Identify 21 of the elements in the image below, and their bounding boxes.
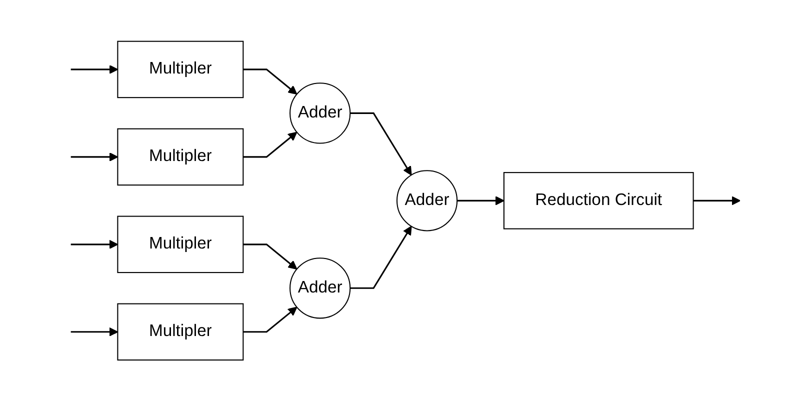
node-box [503,172,694,230]
flowchart: Multipler Multipler Multipler Multipler Adder Adder Adder Reduction Circuit [0,33,811,369]
node-box [117,304,244,361]
arrow [243,69,298,95]
node-box [117,128,244,186]
arrow [243,307,298,333]
arrow [457,196,504,206]
node-circle [396,170,458,232]
arrow [350,112,412,176]
arrow [243,132,298,158]
node-circle [290,258,351,320]
arrow [70,152,118,162]
arrow [243,244,298,270]
node-circle [290,82,351,144]
arrow [693,196,741,206]
node-box [117,216,244,274]
arrow [70,65,118,74]
arrow [70,328,118,337]
arrow [70,240,118,250]
node-box [117,41,244,98]
arrow [350,226,412,290]
